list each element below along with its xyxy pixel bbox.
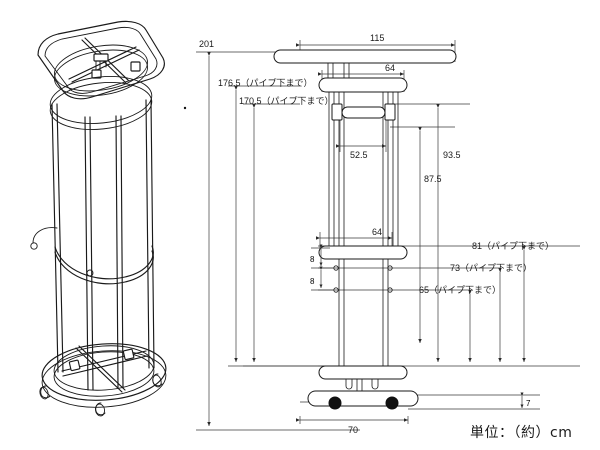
base-pipe — [307, 390, 419, 407]
dim-label-170: 170.5（パイプ下まで） — [239, 96, 334, 106]
bracket-left — [331, 103, 343, 121]
dim-label-7: 7 — [526, 399, 531, 408]
caster — [385, 396, 399, 410]
perspective-illustration — [30, 20, 187, 417]
dim-overall-height: 201 — [199, 39, 214, 426]
dim-label-176: 176.5（パイプ下まで） — [218, 78, 313, 88]
dim-caster-height: 7 — [520, 392, 531, 408]
dim-base-width: 70 — [295, 418, 408, 435]
dim-label-525: 52.5 — [350, 150, 368, 160]
dim-176: 176.5（パイプ下まで） — [218, 78, 313, 362]
dim-73: 73（パイプ下まで） — [450, 263, 532, 362]
dim-upper-bar-width: 64 — [317, 63, 404, 76]
adjust-hole — [387, 287, 393, 293]
dim-hole-gap-2: 8 — [310, 266, 334, 291]
dim-81: 81（パイプ下まで） — [472, 241, 554, 362]
dim-87: 87.5 — [418, 126, 442, 343]
mid-shelf-pipe — [318, 245, 408, 260]
dim-cross-bar: 52.5 — [335, 144, 386, 160]
top-pipe — [273, 49, 457, 64]
adjust-hole — [387, 265, 393, 271]
dim-top-width: 115 — [295, 33, 455, 47]
dim-label-65: 65（パイプ下まで） — [419, 285, 501, 295]
dim-label-201: 201 — [199, 39, 214, 49]
dim-label-64-upper: 64 — [385, 63, 395, 73]
dim-shelf-width: 64 — [315, 227, 392, 240]
orthographic-drawing: 201 176.5（パイプ下まで） 170.5（パイプ下まで） 115 64 5… — [196, 33, 580, 435]
dim-label-8-b: 8 — [310, 277, 315, 286]
dim-label-115: 115 — [370, 33, 384, 43]
bracket-right — [384, 103, 396, 121]
dim-label-81: 81（パイプ下まで） — [472, 241, 554, 251]
dim-label-70: 70 — [348, 425, 358, 435]
upper-bar — [318, 77, 408, 93]
caster — [328, 396, 342, 410]
unit-note: 単位：（約）cm — [470, 425, 572, 441]
dim-93: 93.5 — [436, 103, 461, 362]
dim-label-73: 73（パイプ下まで） — [450, 263, 532, 273]
dim-label-875: 87.5 — [424, 174, 442, 184]
dim-label-8-a: 8 — [310, 255, 315, 264]
dim-label-935: 93.5 — [443, 150, 461, 160]
cross-bar — [341, 106, 386, 119]
lower-pipe — [318, 365, 408, 380]
dim-170: 170.5（パイプ下まで） — [239, 96, 334, 362]
dim-65: 65（パイプ下まで） — [419, 285, 501, 362]
dim-label-64-shelf: 64 — [372, 227, 382, 237]
